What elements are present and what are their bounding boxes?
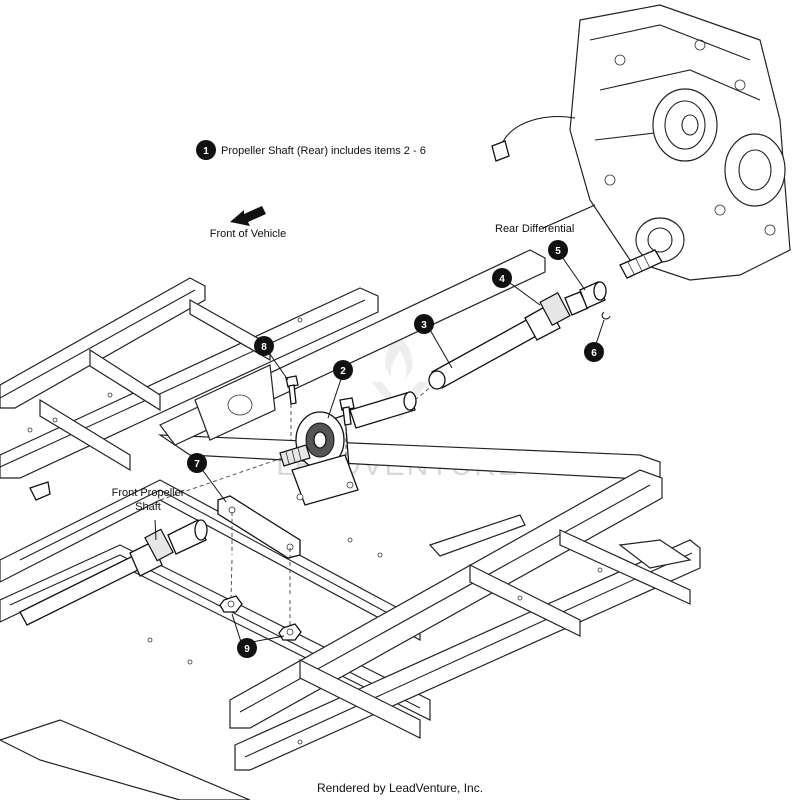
front-direction: Front of Vehicle [210,206,286,240]
callout-9: 9 [237,638,257,658]
callout-1 [196,140,216,160]
callout-5: 5 [548,240,568,260]
flame-logo-icon [372,335,428,420]
circlip [601,311,611,320]
callout-4: 4 [492,268,512,288]
front-of-vehicle-label: Front of Vehicle [210,228,286,240]
svg-text:6: 6 [591,348,597,359]
front-propeller-shaft-label-1: Front Propeller [112,487,185,499]
nuts [219,595,302,641]
rear-shaft-tube [428,317,541,390]
callout-7: 7 [187,453,207,473]
callout-2: 2 [333,360,353,380]
svg-text:7: 7 [194,459,200,470]
front-propeller-shaft [19,519,208,626]
note-propeller-shaft: 1 Propeller Shaft (Rear) includes items … [196,140,426,160]
svg-text:2: 2 [340,366,346,377]
vehicle-frame [0,249,701,800]
svg-text:5: 5 [555,246,561,257]
svg-text:4: 4 [499,274,505,285]
footer-credit: Rendered by LeadVenture, Inc. [317,781,483,795]
callout-3: 3 [414,314,434,334]
assembly-lines [159,385,433,626]
callout-1-number: 1 [203,146,209,157]
front-propeller-shaft-label-2: Shaft [135,501,161,513]
callout-8: 8 [254,336,274,356]
bolts [285,375,355,426]
rear-differential-label: Rear Differential [495,223,574,235]
svg-text:3: 3 [421,320,427,331]
note-text: Propeller Shaft (Rear) includes items 2 … [221,145,426,157]
rear-differential [491,4,791,281]
callout-6: 6 [584,342,604,362]
svg-text:8: 8 [261,342,267,353]
arrow-front-icon [230,206,266,226]
rear-universal-joint [524,281,607,341]
callouts: 2 3 4 5 6 7 8 9 [187,240,604,658]
svg-text:9: 9 [244,644,250,655]
center-bearing [279,391,417,506]
